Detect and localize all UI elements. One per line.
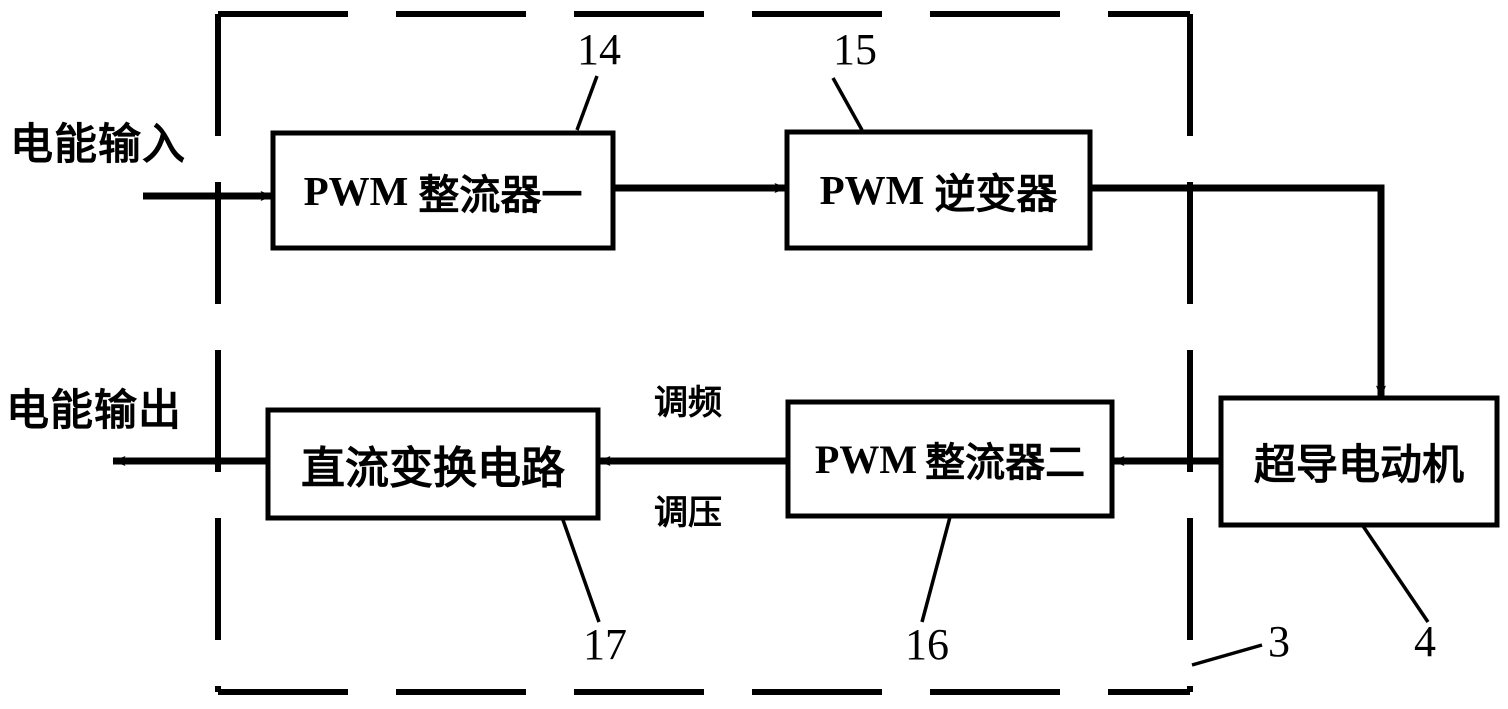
ref-number-17: 17 (583, 620, 627, 669)
block-label-han-dcconv: 直流变换电路 (301, 443, 565, 494)
block-label-han-inverter: 逆变器 (934, 170, 1058, 218)
power-input-label: 电能输入 (10, 120, 186, 170)
block-label-superconducting-motor: 超导电动机 (1221, 398, 1497, 525)
ref-number-14: 14 (577, 25, 621, 74)
wire-inverter-to-motor (1090, 184, 1386, 399)
annotation-voltage-regulation: 调压 (654, 493, 722, 533)
ref-number-3: 3 (1268, 617, 1290, 666)
ref-number-4: 4 (1414, 617, 1436, 666)
block-label-dc-conversion-circuit: 直流变换电路 (268, 410, 598, 518)
block-label-latin-rectifier1: PWM (303, 167, 409, 214)
power-output-label: 电能输出 (6, 386, 182, 436)
block-pwm-rectifier-1 (270, 130, 616, 251)
dashed-enclosure (215, 11, 1193, 695)
block-label-han-rectifier2: 整流器二 (925, 440, 1086, 486)
leader-line-17 (561, 519, 601, 623)
leader-line-3 (1191, 643, 1263, 667)
leader-line-14 (575, 75, 599, 131)
ref-number-15: 15 (833, 25, 877, 74)
block-label-latin-rectifier2: PWM (814, 436, 918, 482)
block-dc-conversion-circuit (265, 407, 601, 521)
leader-line-15 (831, 77, 864, 131)
block-label-latin-inverter: PWM (819, 167, 925, 213)
leader-line-16 (920, 516, 952, 623)
annotation-frequency-regulation: 调频 (654, 383, 722, 423)
block-superconducting-motor (1218, 395, 1500, 528)
block-label-han-rectifier1: 整流器一 (418, 170, 583, 219)
block-pwm-rectifier-2 (785, 399, 1115, 519)
ref-number-16: 16 (905, 620, 949, 669)
leader-line-4 (1361, 525, 1430, 623)
block-label-pwm-rectifier-1: PWM 整流器一 (273, 133, 613, 248)
block-label-pwm-rectifier-2: PWM 整流器二 (788, 402, 1112, 516)
block-label-han-motor: 超导电动机 (1253, 440, 1464, 489)
block-label-pwm-inverter: PWM 逆变器 (787, 132, 1090, 248)
